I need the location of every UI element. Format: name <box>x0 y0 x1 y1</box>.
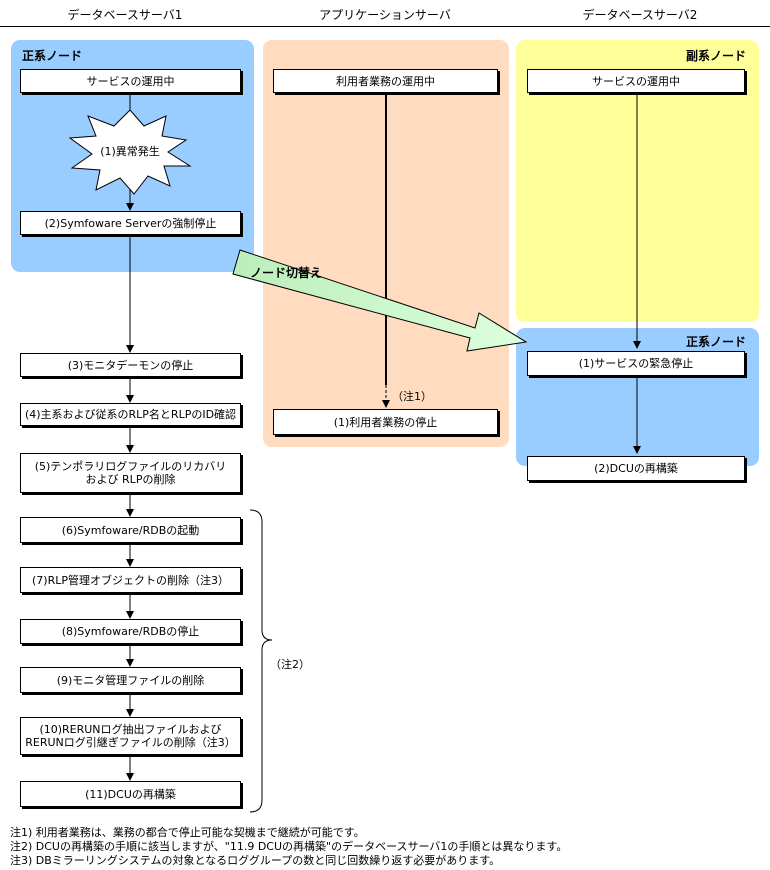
step-7-box: (7)RLP管理オブジェクトの削除（注3） <box>20 567 241 593</box>
db2-service-box: サービスの運用中 <box>527 69 745 93</box>
step-5-line2: および RLPの削除 <box>85 473 176 486</box>
step-9-box: (9)モニタ管理ファイルの削除 <box>20 667 241 693</box>
step-5-box: (5)テンポラリログファイルのリカバリ および RLPの削除 <box>20 453 241 493</box>
db2-rebuild-box: (2)DCUの再構築 <box>527 456 745 481</box>
anomaly-label: (1)異常発生 <box>100 145 160 158</box>
footnote-2: 注2) DCUの再構築の手順に該当しますが、"11.9 DCUの再構築"のデータ… <box>10 840 568 853</box>
step-4-box: (4)主系および従系のRLP名とRLPのID確認 <box>20 403 241 426</box>
step-5-line1: (5)テンポラリログファイルのリカバリ <box>34 460 227 473</box>
step-10-line1: (10)RERUNログ抽出ファイルおよび <box>39 723 222 736</box>
header-divider <box>0 26 770 27</box>
column-header-db1: データベースサーバ1 <box>67 8 183 22</box>
step-10-box: (10)RERUNログ抽出ファイルおよび RERUNログ引継ぎファイルの削除（注… <box>20 717 241 755</box>
step-6-box: (6)Symfoware/RDBの起動 <box>20 517 241 543</box>
column-header-app: アプリケーションサーバ <box>319 8 451 22</box>
db2-primary-label: 正系ノード <box>685 335 746 349</box>
step-10-line2: RERUNログ引継ぎファイルの削除（注3） <box>25 736 236 749</box>
step-2-box: (2)Symfoware Serverの強制停止 <box>20 211 241 235</box>
steps-brace <box>249 509 273 813</box>
step-3-box: (3)モニタデーモンの停止 <box>20 353 241 377</box>
app-business-box: 利用者業務の運用中 <box>273 69 498 93</box>
anomaly-burst <box>68 109 192 195</box>
brace-note: （注2） <box>270 658 310 671</box>
footnote-1: 注1) 利用者業務は、業務の都合で停止可能な契機まで継続が可能です。 <box>10 826 365 839</box>
db2-emergency-stop-box: (1)サービスの緊急停止 <box>527 351 745 376</box>
note1-marker: （注1） <box>392 390 432 403</box>
db1-service-box: サービスの運用中 <box>20 69 241 93</box>
step-11-box: (11)DCUの再構築 <box>20 781 241 807</box>
node-switch-arrow <box>232 249 528 352</box>
node-switch-label: ノード切替え <box>250 266 323 280</box>
column-header-db2: データベースサーバ2 <box>582 8 698 22</box>
db1-primary-label: 正系ノード <box>22 49 83 63</box>
step-8-box: (8)Symfoware/RDBの停止 <box>20 619 241 644</box>
db2-secondary-label: 副系ノード <box>685 49 746 63</box>
app-stop-box: (1)利用者業務の停止 <box>273 409 498 435</box>
footnote-3: 注3) DBミラーリングシステムの対象となるロググループの数と同じ回数繰り返す必… <box>10 854 501 867</box>
